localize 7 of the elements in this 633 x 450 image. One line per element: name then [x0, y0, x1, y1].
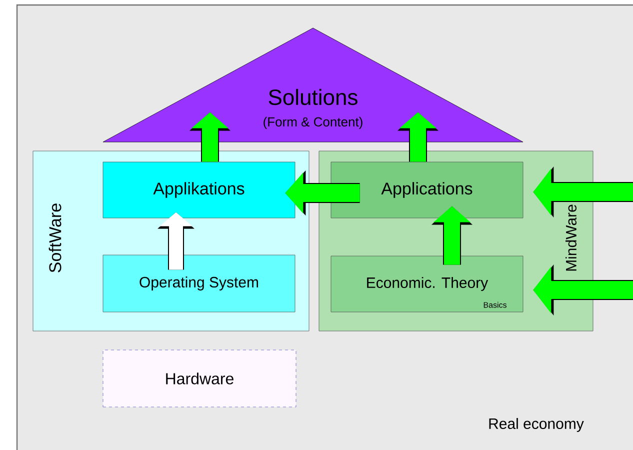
- layer-box: Applikations: [102, 162, 296, 218]
- caption-text: Real economy: [489, 418, 584, 432]
- dashed-box: Hardware: [102, 350, 296, 408]
- layer-box: Applications: [330, 162, 524, 218]
- roof-triangle: Solutions (Form & Content): [102, 28, 524, 142]
- layer-box: Operating System: [102, 254, 296, 312]
- layer-box: Economic. Theory Basics: [330, 256, 524, 312]
